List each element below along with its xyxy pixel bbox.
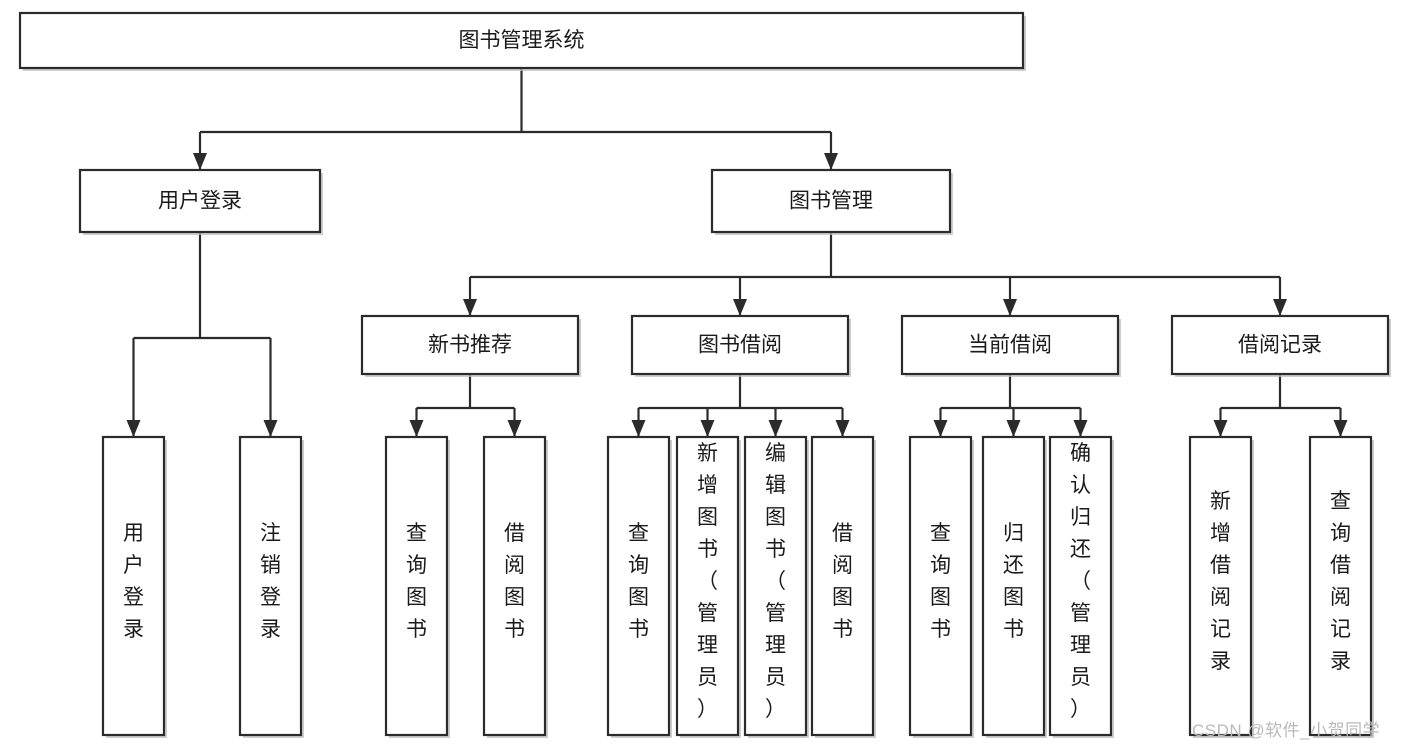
- node-label: 新增借阅记录: [1210, 490, 1231, 673]
- node-leaf-user-login[interactable]: 用户登录: [101, 435, 167, 738]
- node-leaf-query-book-1[interactable]: 查询图书: [384, 435, 450, 738]
- arrow-head-icon: [507, 420, 522, 437]
- edge-group-book-borrow: [631, 374, 850, 437]
- node-root-system[interactable]: 图书管理系统: [18, 11, 1026, 71]
- node-leaf-logout[interactable]: 注销登录: [238, 435, 304, 738]
- node-rect[interactable]: [1308, 435, 1373, 737]
- node-rect[interactable]: [743, 435, 808, 737]
- node-label: 归还图书: [1003, 522, 1024, 641]
- node-leaf-borrow-book-1[interactable]: 借阅图书: [482, 435, 548, 738]
- node-rect[interactable]: [482, 435, 547, 737]
- node-rect[interactable]: [78, 168, 322, 234]
- node-layer: 图书管理系统用户登录图书管理新书推荐图书借阅当前借阅借阅记录用户登录注销登录查询…: [18, 11, 1391, 738]
- node-rect[interactable]: [238, 435, 303, 737]
- node-book-borrow[interactable]: 图书借阅: [630, 314, 851, 377]
- node-leaf-borrow-book-2[interactable]: 借阅图书: [810, 435, 876, 738]
- node-leaf-edit-book[interactable]: 编辑图书（管理员）: [743, 435, 809, 738]
- node-leaf-query-record[interactable]: 查询借阅记录: [1308, 435, 1374, 738]
- node-rect[interactable]: [810, 435, 875, 737]
- node-rect[interactable]: [675, 435, 740, 737]
- node-leaf-add-book[interactable]: 新增图书（管理员）: [675, 435, 741, 738]
- node-leaf-query-book-2[interactable]: 查询图书: [606, 435, 672, 738]
- csdn-watermark: CSDN @软件_小贺同学: [1192, 721, 1381, 740]
- arrow-head-icon: [733, 299, 747, 316]
- arrow-head-icon: [1073, 420, 1088, 437]
- node-rect[interactable]: [900, 314, 1120, 376]
- arrow-head-icon: [1333, 420, 1348, 437]
- node-label: 新增图书（管理员）: [697, 442, 718, 721]
- edge-group-borrow-record: [1213, 374, 1348, 437]
- node-label: 查询图书: [930, 522, 951, 641]
- node-book-manage[interactable]: 图书管理: [710, 168, 953, 235]
- node-rect[interactable]: [630, 314, 850, 376]
- node-user-login[interactable]: 用户登录: [78, 168, 323, 235]
- node-label: 用户登录: [158, 190, 242, 213]
- arrow-head-icon: [631, 420, 646, 437]
- node-rect[interactable]: [606, 435, 671, 737]
- node-label: 查询图书: [406, 522, 427, 641]
- arrow-head-icon: [1273, 299, 1287, 316]
- node-leaf-return-book[interactable]: 归还图书: [981, 435, 1047, 738]
- node-leaf-confirm-return[interactable]: 确认归还（管理员）: [1048, 435, 1114, 738]
- node-rect[interactable]: [710, 168, 952, 234]
- node-rect[interactable]: [360, 314, 580, 376]
- node-label: 借阅图书: [504, 522, 525, 641]
- node-borrow-record[interactable]: 借阅记录: [1170, 314, 1391, 377]
- node-label: 注销登录: [260, 522, 281, 641]
- arrow-head-icon: [1003, 299, 1017, 316]
- node-rect[interactable]: [18, 11, 1025, 70]
- node-label: 新书推荐: [428, 334, 512, 357]
- node-label: 借阅图书: [832, 522, 853, 641]
- edge-group-root: [193, 68, 838, 170]
- node-rect[interactable]: [1170, 314, 1390, 376]
- node-rect[interactable]: [981, 435, 1046, 737]
- node-current-borrow[interactable]: 当前借阅: [900, 314, 1121, 377]
- node-rect[interactable]: [101, 435, 166, 737]
- arrow-head-icon: [126, 420, 141, 437]
- node-leaf-query-book-3[interactable]: 查询图书: [908, 435, 974, 738]
- node-label: 查询借阅记录: [1330, 490, 1351, 673]
- arrow-head-icon: [193, 153, 207, 170]
- arrow-head-icon: [824, 153, 838, 170]
- node-label: 当前借阅: [968, 334, 1052, 357]
- arrow-head-icon: [768, 420, 783, 437]
- arrow-head-icon: [700, 420, 715, 437]
- node-rect[interactable]: [384, 435, 449, 737]
- node-label: 图书借阅: [698, 334, 782, 357]
- node-rect[interactable]: [1048, 435, 1113, 737]
- edge-group-current-borrow: [933, 374, 1088, 437]
- node-rect[interactable]: [908, 435, 973, 737]
- node-label: 图书管理系统: [459, 29, 585, 52]
- edge-group-user-login: [126, 232, 278, 437]
- arrow-head-icon: [409, 420, 424, 437]
- arrow-head-icon: [1213, 420, 1228, 437]
- node-label: 图书管理: [789, 190, 873, 213]
- node-label: 编辑图书（管理员）: [765, 442, 786, 721]
- arrow-head-icon: [463, 299, 477, 316]
- arrow-head-icon: [835, 420, 850, 437]
- edge-group-book-manage: [463, 232, 1287, 316]
- node-label: 用户登录: [123, 522, 144, 641]
- node-label: 查询图书: [628, 522, 649, 641]
- node-new-book-rec[interactable]: 新书推荐: [360, 314, 581, 377]
- edge-group-new-book-rec: [409, 374, 522, 437]
- node-label: 借阅记录: [1238, 334, 1322, 357]
- node-rect[interactable]: [1188, 435, 1253, 737]
- arrow-head-icon: [1006, 420, 1021, 437]
- arrow-head-icon: [933, 420, 948, 437]
- node-leaf-add-record[interactable]: 新增借阅记录: [1188, 435, 1254, 738]
- node-label: 确认归还（管理员）: [1070, 442, 1091, 721]
- connector-layer: [126, 68, 1348, 437]
- arrow-head-icon: [263, 420, 278, 437]
